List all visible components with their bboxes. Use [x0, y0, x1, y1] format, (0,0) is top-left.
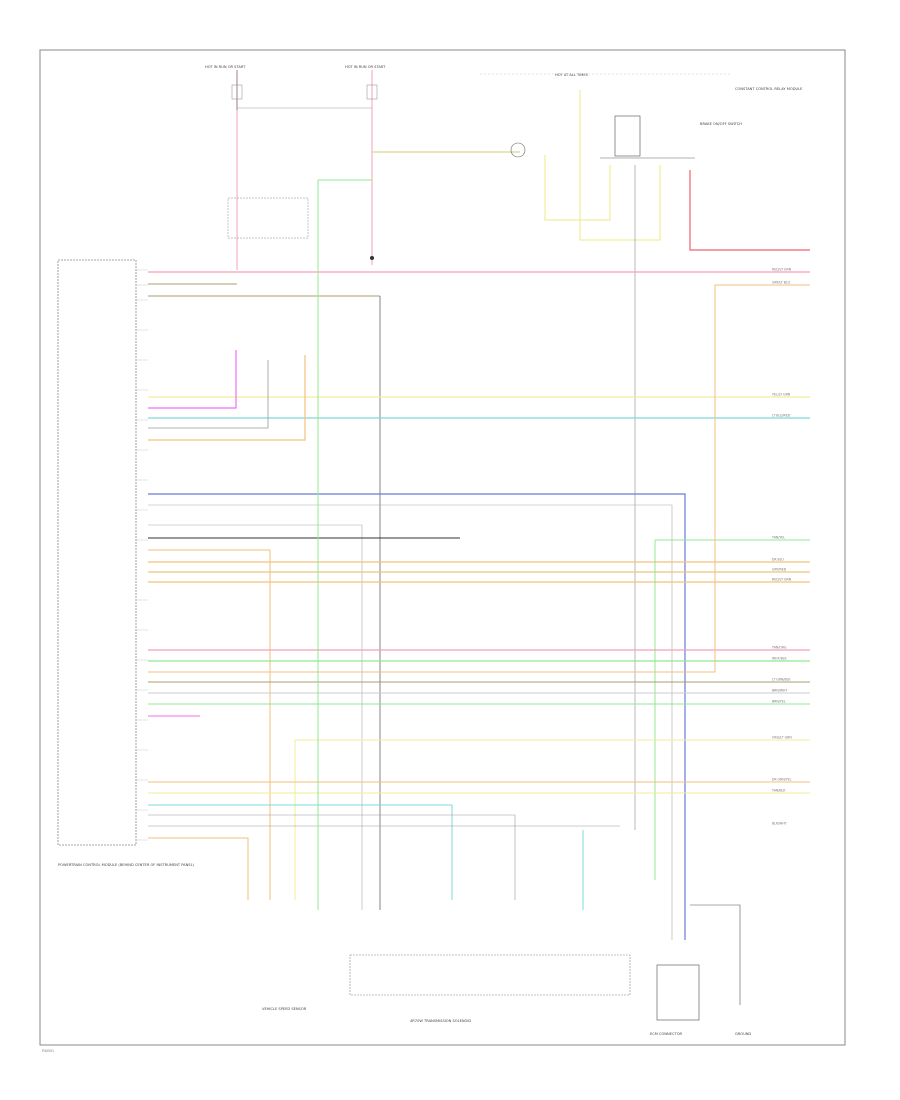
ecm-connector [656, 964, 700, 1021]
ecm-connector-label: ECM CONNECTOR [650, 1032, 683, 1036]
switch-box [227, 197, 309, 239]
wire-color-label: TAN/YEL [771, 536, 785, 540]
svg-text:HOT IN RUN OR START: HOT IN RUN OR START [205, 65, 246, 69]
top-mid-fuse: HOT IN RUN OR START [345, 65, 386, 265]
sensor-label: VEHICLE SPEED SENSOR [262, 1007, 307, 1011]
wire-bus [148, 179, 810, 940]
yellow-loop-2 [579, 90, 661, 241]
ground-feed [690, 904, 741, 1005]
solenoid-label: 4R70W TRANSMISSION SOLENOID [410, 1019, 471, 1023]
pcm-pin-column [136, 269, 148, 841]
wire-color-label: DK BLU [772, 558, 784, 562]
red-right-feed [689, 170, 810, 251]
wire-color-label: RED/LT GRN [772, 578, 792, 582]
ground-label: GROUND [735, 1032, 751, 1036]
wire-color-label: WHT/BLK [772, 657, 788, 661]
wire-color-label: DK GRN/YEL [772, 778, 792, 782]
wire-color-label: TAN/ORG [771, 646, 787, 650]
relay-label: CONSTANT CONTROL RELAY MODULE [735, 87, 803, 91]
wire-color-label: LT GRN/BLK [772, 678, 791, 682]
wire-color-label: GRY/RED [772, 568, 787, 572]
pcm-module [57, 259, 137, 846]
connector-node [510, 142, 526, 158]
wire-color-label: ORG/LT GRN [772, 736, 792, 740]
yellow-loop [544, 155, 611, 221]
footer-code: P40501 [42, 1049, 54, 1053]
top-right-fuse-label: HOT AT ALL TIMES [555, 73, 589, 77]
wire-color-label: BLK/WHT [772, 822, 787, 826]
wire-color-label: YEL/LT GRN [772, 393, 791, 397]
top-left-fuse: HOT IN RUN OR START [205, 65, 246, 270]
wire-color-label: BRN/WHT [772, 689, 787, 693]
right-switch-label: BRAKE ON/OFF SWITCH [700, 122, 742, 126]
solenoid-block [349, 954, 631, 996]
svg-text:HOT IN RUN OR START: HOT IN RUN OR START [345, 65, 386, 69]
wire-color-label: LT BLU/RED [772, 414, 791, 418]
ground-symbol [370, 256, 374, 260]
wire-color-label: RED/LT GRN [772, 268, 792, 272]
wire-color-label: BRN/YEL [772, 700, 786, 704]
relay-module [614, 115, 641, 157]
pcm-label: POWERTRAIN CONTROL MODULE (BEHIND CENTER… [58, 863, 195, 867]
wire-color-label: TAN/BLK [771, 789, 786, 793]
diagram-frame [39, 49, 846, 1046]
wire-color-label: GRY/LT BLU [772, 281, 791, 285]
